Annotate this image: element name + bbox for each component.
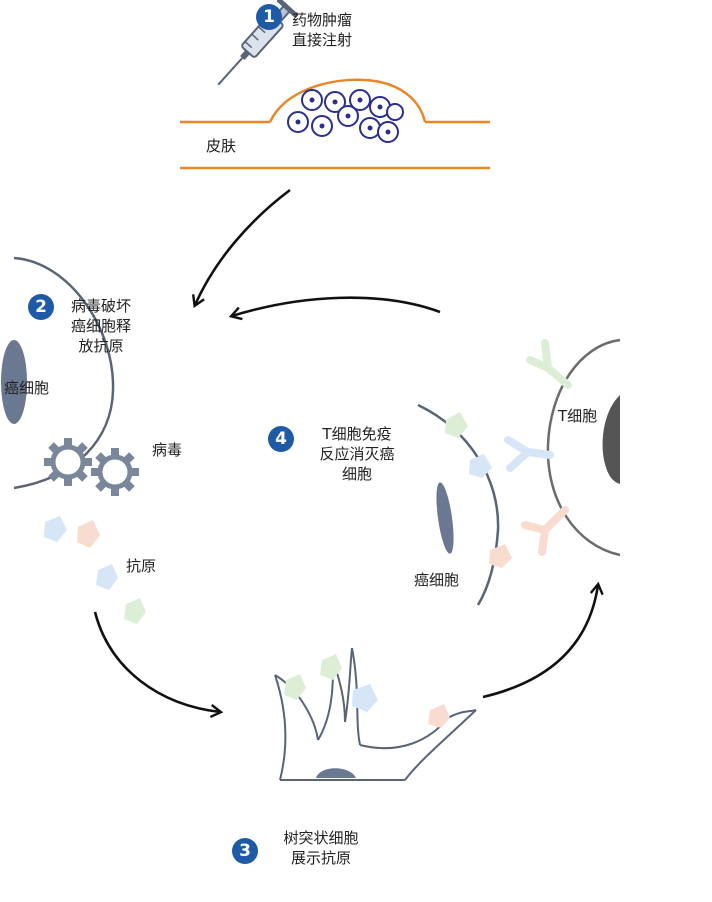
step-3-badge: 3 (232, 838, 258, 864)
skin-tumor-illustration (180, 78, 490, 170)
skin-label: 皮肤 (206, 137, 237, 155)
virus-icon (91, 448, 139, 496)
cell-membrane (546, 338, 621, 557)
receptor-icon (521, 506, 569, 556)
tumor-cell (386, 103, 404, 121)
dendritic-cell-nucleus (316, 768, 356, 778)
step-2-line: 放抗原 (78, 337, 124, 355)
t-cell-label: T细胞 (558, 407, 598, 425)
antigen-icon (352, 684, 378, 712)
step-4-line: 细胞 (341, 465, 372, 483)
step-1-line: 直接注射 (292, 31, 353, 49)
cancer-cell-right-label: 癌细胞 (414, 571, 460, 589)
step-3-line: 树突状细胞 (283, 829, 359, 847)
cancer-cell-left-label: 癌细胞 (4, 379, 50, 397)
step-1-badge: 1 (256, 4, 282, 30)
step-1-label: 药物肿瘤 直接注射 (292, 10, 352, 50)
arrow-icon (93, 611, 220, 712)
arrow-icon (195, 188, 291, 305)
antigen-icon (124, 598, 146, 624)
step-3-label: 树突状细胞 展示抗原 (266, 828, 376, 868)
cell-nucleus (1, 340, 27, 424)
antigen-icon (96, 564, 118, 590)
step-1-line: 药物肿瘤 (292, 11, 353, 29)
step-4-line: 反应消灭癌 (319, 445, 395, 463)
antigen-icon (284, 674, 306, 700)
t-cell (546, 338, 621, 557)
syringe-icon (217, 0, 298, 86)
antigen-icon (445, 412, 468, 438)
virus-icon (44, 438, 92, 486)
step-2-line: 病毒破坏 (70, 297, 131, 315)
step-2-badge: 2 (28, 294, 54, 320)
antigen-label: 抗原 (126, 557, 157, 575)
receptor-icon (526, 339, 572, 389)
step-4-label: T细胞免疫 反应消灭癌 细胞 (302, 424, 412, 484)
antigen-icon (77, 520, 100, 548)
step-2-line: 癌细胞释 (70, 317, 131, 335)
presented-antigens (284, 654, 450, 728)
tumor-cell-nuclei (295, 97, 391, 135)
antigen-icon (320, 654, 342, 680)
antigen-icon (428, 704, 450, 728)
step-4-badge: 4 (268, 426, 294, 452)
step-4-line: T细胞免疫 (322, 425, 392, 443)
step-2-label: 病毒破坏 癌细胞释 放抗原 (56, 296, 146, 356)
arrow-icon (482, 585, 598, 699)
cell-nucleus (602, 395, 620, 484)
antigen-icon (489, 544, 512, 568)
released-antigens (44, 516, 146, 624)
tumor-bump (268, 78, 427, 123)
bound-antigens (445, 412, 512, 568)
arrow-icon (232, 296, 441, 316)
cell-nucleus (436, 482, 454, 554)
antigen-icon (469, 454, 492, 478)
antigen-icon (44, 516, 67, 542)
receptor-icon (504, 436, 554, 472)
virus-label: 病毒 (152, 441, 183, 459)
step-3-line: 展示抗原 (290, 849, 351, 867)
